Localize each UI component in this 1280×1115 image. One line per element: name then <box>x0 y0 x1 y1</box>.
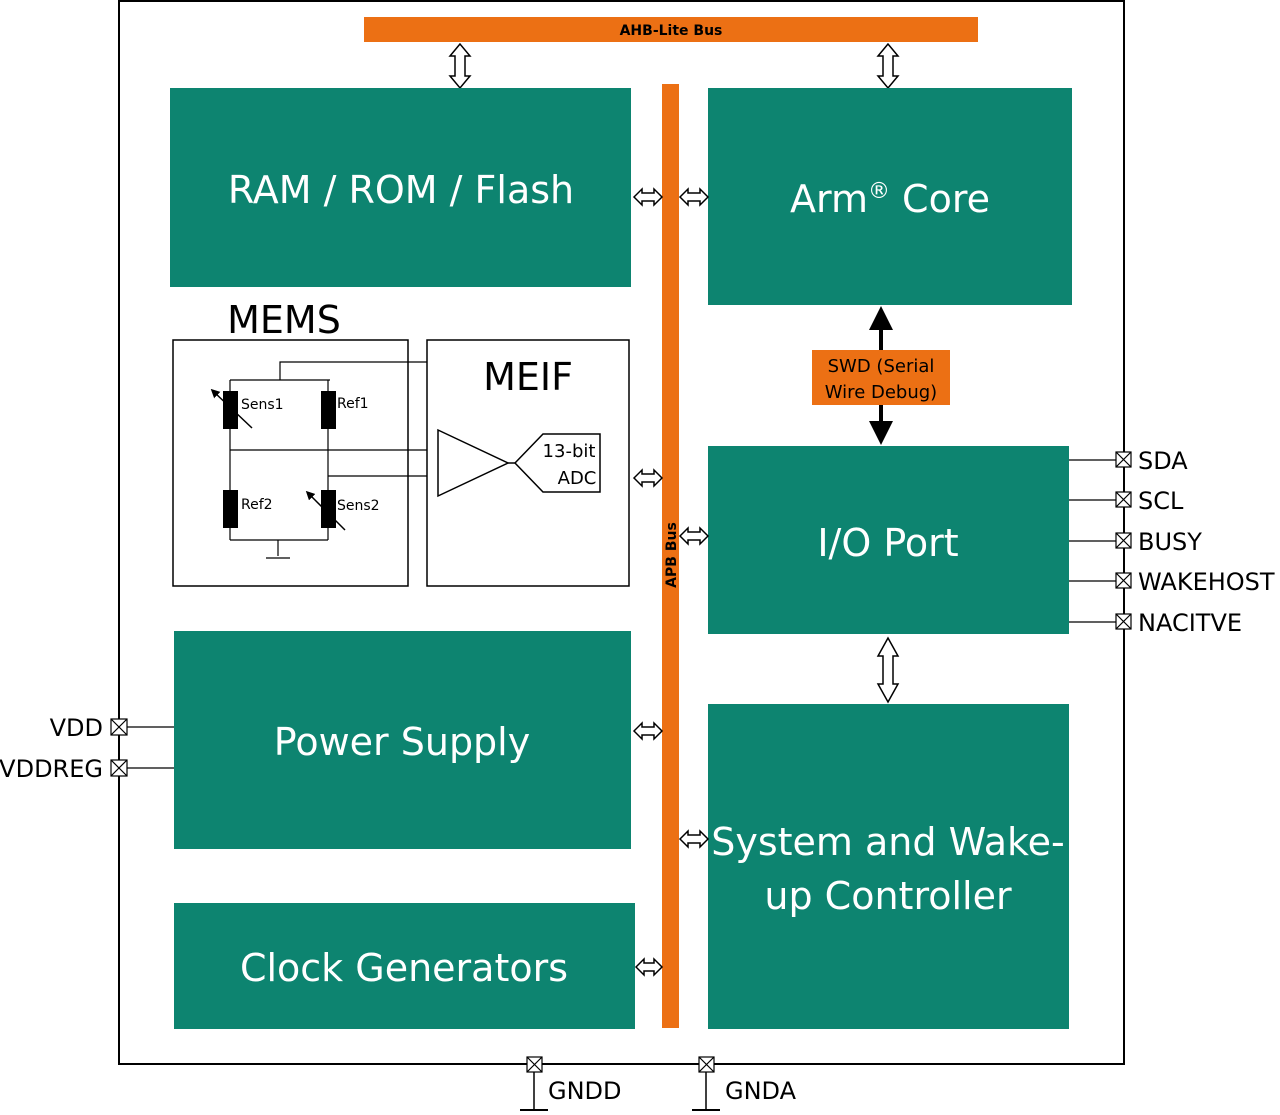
system-apb-arrow <box>678 829 710 849</box>
pin-scl <box>1069 491 1132 508</box>
power-pins <box>110 718 174 777</box>
meif-title: MEIF <box>483 355 573 399</box>
sens1-label: Sens1 <box>241 397 284 413</box>
amplifier-symbol <box>437 428 510 498</box>
pin-busy-label: BUSY <box>1138 528 1202 556</box>
pin-nacitve-label: NACITVE <box>1138 609 1242 637</box>
pin-vddreg-label: VDDREG <box>0 755 103 783</box>
memory-block-label: RAM / ROM / Flash <box>228 168 574 212</box>
core-apb-arrow <box>678 187 710 207</box>
pin-gndd <box>520 1056 548 1111</box>
pin-wakehost <box>1069 572 1132 589</box>
ref2-label: Ref2 <box>241 497 273 513</box>
io-port-label: I/O Port <box>817 521 958 565</box>
pin-vdd <box>110 718 174 736</box>
memory-block: RAM / ROM / Flash <box>170 88 631 287</box>
system-wakeup-label-line1: System and Wake- <box>711 820 1065 864</box>
power-apb-arrow <box>632 721 664 741</box>
sens2-resistor <box>321 490 336 528</box>
pin-nacitve <box>1069 613 1132 630</box>
system-wakeup-block: System and Wake- up Controller <box>708 704 1069 1029</box>
meif-apb-arrow <box>632 468 664 488</box>
io-system-arrow <box>876 636 900 704</box>
arm-core-label: Arm® Core <box>790 177 990 221</box>
memory-apb-arrow <box>632 187 664 207</box>
pin-vdd-label: VDD <box>50 714 103 742</box>
clock-apb-arrow <box>634 957 664 977</box>
pin-gndd-label: GNDD <box>548 1077 622 1105</box>
pin-sda-label: SDA <box>1138 447 1188 475</box>
adc-symbol <box>513 433 601 493</box>
system-wakeup-label-line2: up Controller <box>764 874 1012 918</box>
pin-vddreg <box>110 759 174 777</box>
meif-box: MEIF 13-bit ADC <box>426 339 630 587</box>
io-port-block: I/O Port <box>708 446 1069 634</box>
power-supply-block: Power Supply <box>174 631 631 849</box>
sens1-resistor <box>223 391 238 429</box>
swd-label-line2: Wire Debug) <box>825 382 937 403</box>
ground-pins <box>520 1056 720 1111</box>
clock-generators-label: Clock Generators <box>240 946 568 990</box>
pin-wakehost-label: WAKEHOST <box>1138 568 1275 596</box>
pin-gnda-label: GNDA <box>725 1077 797 1105</box>
clock-generators-block: Clock Generators <box>174 903 635 1029</box>
ref1-resistor <box>321 391 336 429</box>
ref2-resistor <box>223 490 238 528</box>
pin-scl-label: SCL <box>1138 487 1184 515</box>
apb-bus: APB Bus <box>662 84 680 1028</box>
adc-label-line1: 13-bit <box>543 441 596 462</box>
arm-core-block: Arm® Core <box>708 88 1072 305</box>
power-supply-label: Power Supply <box>274 720 530 764</box>
apb-bus-label: APB Bus <box>664 522 680 588</box>
pin-gnda <box>692 1056 720 1111</box>
swd-box: SWD (Serial Wire Debug) <box>812 350 950 405</box>
ref1-label: Ref1 <box>337 396 369 412</box>
sens2-label: Sens2 <box>337 498 380 514</box>
swd-label-line1: SWD (Serial <box>828 356 935 377</box>
pin-busy <box>1069 532 1132 549</box>
io-apb-arrow <box>678 526 710 546</box>
ahb-bus-label: AHB-Lite Bus <box>620 23 723 39</box>
mems-title: MEMS <box>227 298 341 342</box>
pin-sda <box>1069 451 1132 468</box>
io-pins <box>1069 451 1132 630</box>
ahb-bus: AHB-Lite Bus <box>364 17 978 42</box>
adc-label-line2: ADC <box>558 468 597 489</box>
mems-box: Sens1 Ref1 Ref2 Sens2 <box>172 339 437 587</box>
